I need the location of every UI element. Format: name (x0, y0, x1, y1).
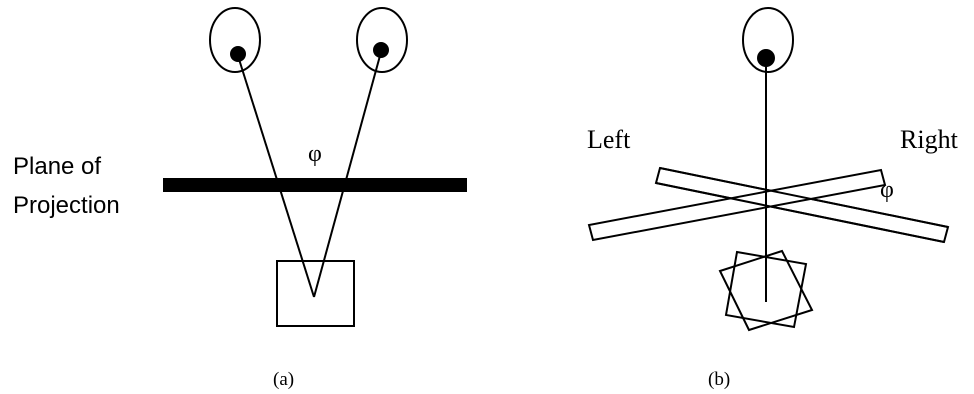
angle-phi-a: φ (308, 141, 322, 167)
right-projection-plane (587, 168, 887, 242)
plane-label-line1: Plane of (13, 153, 101, 180)
panel-b: Left Right φ (b) (587, 7, 959, 390)
right-eye-icon (356, 7, 408, 73)
angle-phi-b: φ (880, 177, 894, 203)
caption-b: (b) (708, 369, 730, 390)
right-sight-line (313, 51, 382, 298)
panel-a: Plane of Projection φ (a) (13, 7, 467, 390)
object-square-rotated-2 (718, 249, 814, 332)
left-label: Left (587, 125, 631, 154)
left-eye-icon (209, 7, 261, 73)
right-label: Right (900, 125, 959, 154)
object-square (276, 260, 355, 327)
caption-a: (a) (273, 369, 294, 390)
plane-label-line2: Projection (13, 192, 120, 219)
object-square-rotated-1 (724, 250, 808, 329)
eye-icon (742, 7, 794, 73)
projection-plane (163, 178, 467, 192)
left-sight-line (237, 55, 315, 298)
